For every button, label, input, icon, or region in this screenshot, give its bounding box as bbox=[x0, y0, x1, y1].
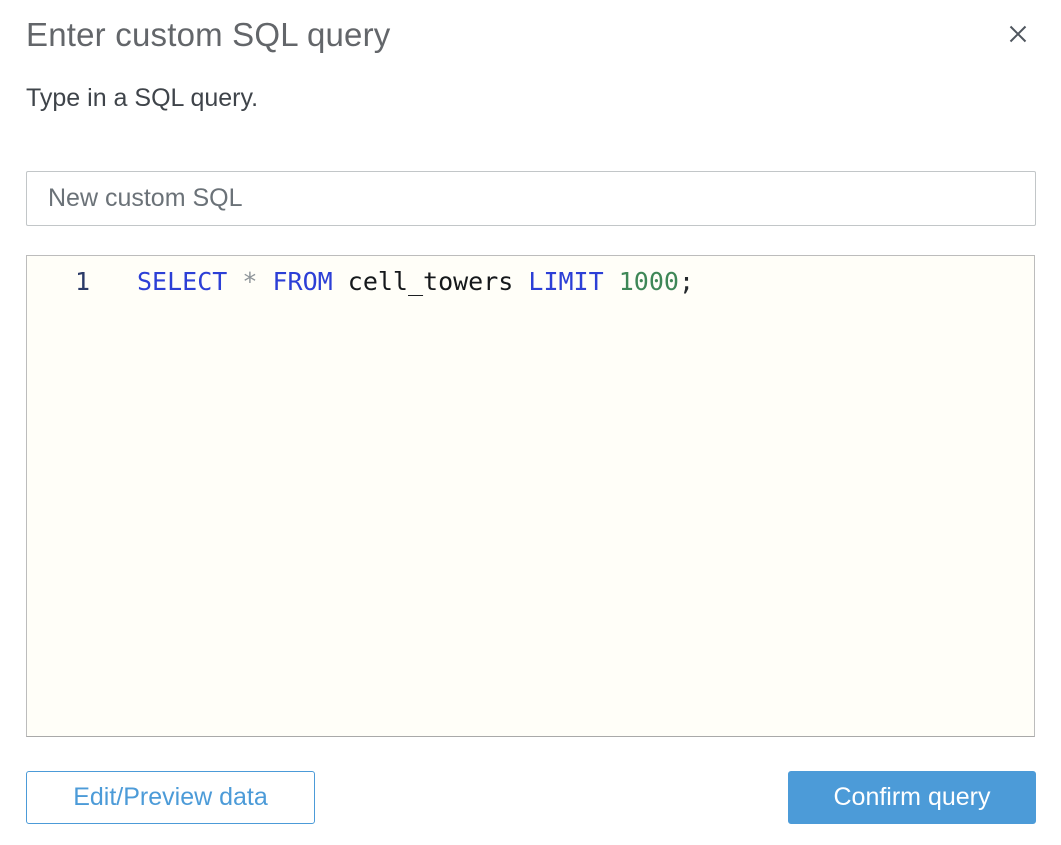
code-token-identifier: cell_towers bbox=[332, 267, 529, 296]
code-token-plain bbox=[227, 267, 242, 296]
edit-preview-data-button[interactable]: Edit/Preview data bbox=[26, 771, 315, 824]
sql-code-editor[interactable]: 1 SELECT * FROM cell_towers LIMIT 1000; bbox=[26, 255, 1035, 737]
dialog-footer: Edit/Preview data Confirm query bbox=[26, 771, 1036, 824]
line-number: 1 bbox=[74, 267, 90, 296]
close-icon bbox=[1009, 25, 1027, 43]
code-token-plain bbox=[257, 267, 272, 296]
code-editor-lines: 1 SELECT * FROM cell_towers LIMIT 1000; bbox=[27, 265, 1034, 299]
query-name-input[interactable] bbox=[26, 171, 1036, 226]
close-button[interactable] bbox=[1003, 19, 1033, 49]
code-tokens: SELECT * FROM cell_towers LIMIT 1000; bbox=[137, 265, 694, 299]
code-token-punct: ; bbox=[678, 267, 694, 296]
code-token-operator: * bbox=[242, 267, 258, 296]
code-line: 1 SELECT * FROM cell_towers LIMIT 1000; bbox=[27, 265, 1034, 299]
code-token-number: 1000 bbox=[618, 267, 679, 296]
code-token-plain bbox=[604, 267, 619, 296]
code-token-keyword: SELECT bbox=[137, 267, 228, 296]
code-token-keyword: LIMIT bbox=[528, 267, 604, 296]
dialog-subtitle: Type in a SQL query. bbox=[26, 84, 259, 112]
code-token-keyword: FROM bbox=[272, 267, 333, 296]
dialog-title: Enter custom SQL query bbox=[26, 16, 391, 53]
confirm-query-button[interactable]: Confirm query bbox=[788, 771, 1036, 824]
